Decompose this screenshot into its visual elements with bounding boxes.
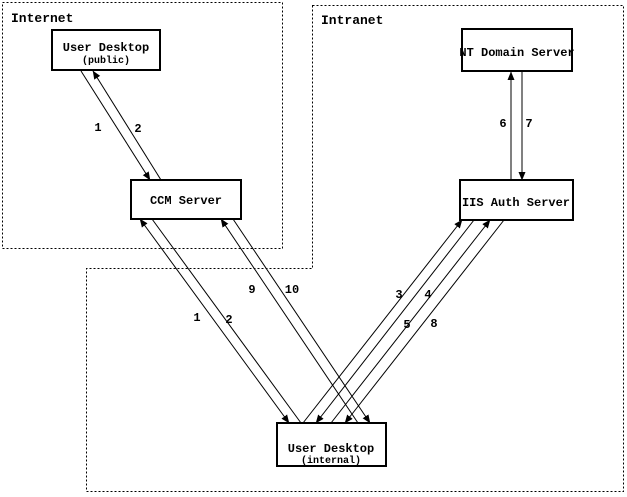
nt-domain-server-box <box>461 28 573 72</box>
edge-public-desktop-to-ccm <box>80 70 151 181</box>
node-iis-auth-server: IIS Auth Server <box>459 179 574 221</box>
edge-internal-desktop-ccm-2 <box>151 218 302 424</box>
edge-internal-desktop-to-ccm-9 <box>220 218 359 424</box>
ccm-server-title: CCM Server <box>150 194 222 208</box>
edge-label-nt-iis-6: 6 <box>499 117 506 131</box>
node-user-desktop-public: User Desktop (public) <box>51 29 161 71</box>
user-desktop-public-box <box>51 29 161 71</box>
intranet-zone-border <box>86 5 624 492</box>
user-desktop-internal-title: User Desktop <box>288 442 374 456</box>
node-user-desktop-internal: User Desktop (internal) <box>276 422 387 467</box>
edge-internal-desktop-to-iis-3 <box>302 219 463 424</box>
internet-zone-label: Internet <box>11 11 73 26</box>
edge-ccm-to-public-desktop <box>92 70 162 181</box>
user-desktop-internal-box <box>276 422 387 467</box>
edge-label-iis-internal-5: 5 <box>403 318 410 332</box>
edge-internal-desktop-to-iis-5 <box>330 219 491 424</box>
node-nt-domain-server: NT Domain Server <box>459 28 575 72</box>
edge-label-nt-iis-7: 7 <box>525 117 532 131</box>
node-ccm-server: CCM Server <box>130 179 242 220</box>
user-desktop-public-title: User Desktop <box>63 41 149 55</box>
edge-label-public-ccm-2: 2 <box>134 122 141 136</box>
edge-label-iis-internal-4: 4 <box>424 288 431 302</box>
intranet-zone-label: Intranet <box>321 13 383 28</box>
edge-label-ccm-internal-9: 9 <box>248 283 255 297</box>
iis-auth-server-title: IIS Auth Server <box>462 196 570 210</box>
edge-label-public-ccm-1: 1 <box>94 121 101 135</box>
user-desktop-internal-subtitle: (internal) <box>301 455 361 467</box>
edge-label-ccm-internal-10: 10 <box>285 283 299 297</box>
edge-internal-desktop-ccm-1 <box>139 218 290 424</box>
edge-ccm-to-internal-desktop-10 <box>232 218 371 424</box>
nt-domain-server-title: NT Domain Server <box>459 46 574 60</box>
edge-iis-to-internal-desktop-4 <box>315 219 475 424</box>
iis-auth-server-box <box>459 179 574 221</box>
ccm-server-box <box>130 179 242 220</box>
edge-label-iis-internal-3: 3 <box>395 288 402 302</box>
edge-label-iis-internal-8: 8 <box>430 317 437 331</box>
edge-iis-to-internal-desktop-8 <box>344 219 505 424</box>
edge-label-ccm-internal-2: 2 <box>225 313 232 327</box>
user-desktop-public-subtitle: (public) <box>82 55 130 67</box>
edge-label-ccm-internal-1: 1 <box>193 311 200 325</box>
